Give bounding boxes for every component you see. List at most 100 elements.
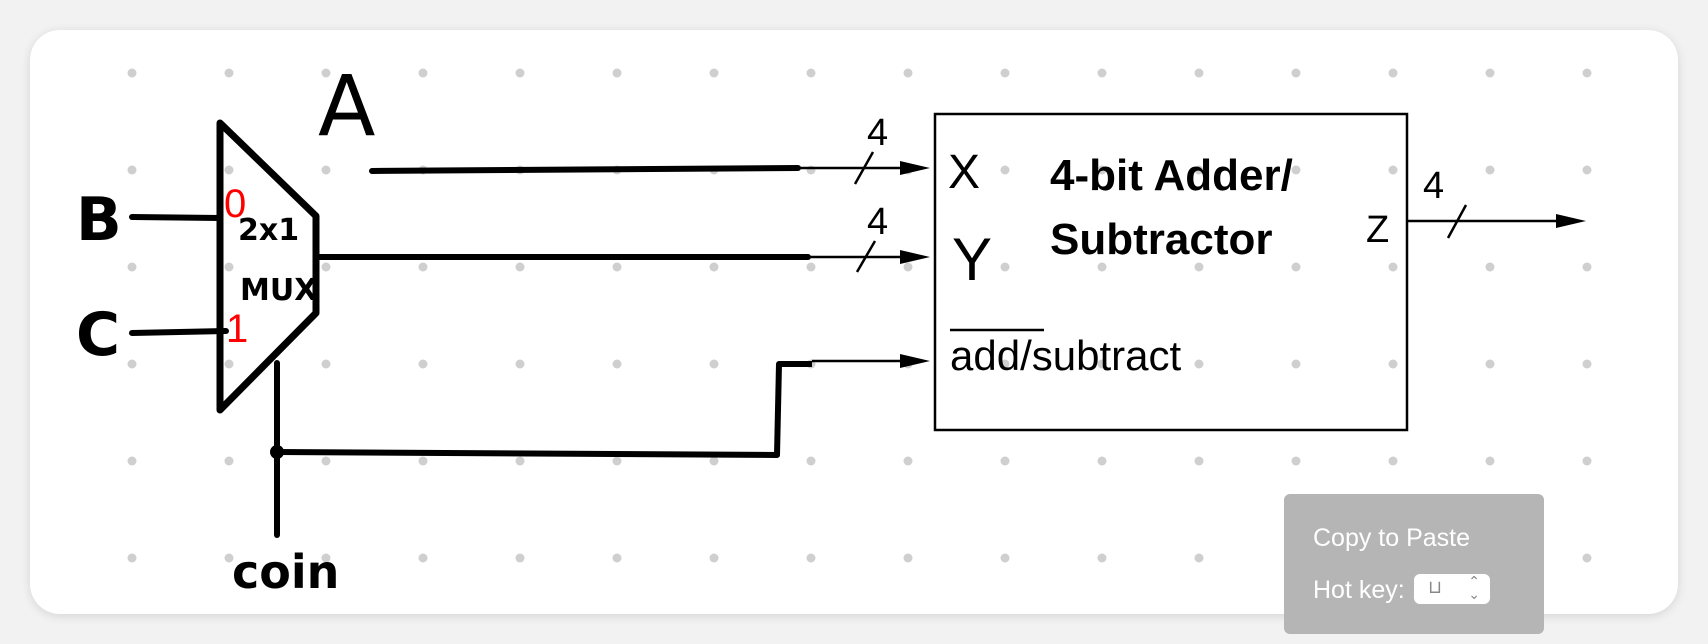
grid-dot — [127, 262, 137, 272]
grid-dot — [1582, 553, 1592, 563]
bus-tick-z — [1446, 204, 1468, 239]
grid-dot — [612, 68, 622, 78]
grid-dot — [321, 262, 331, 272]
grid-dot — [806, 262, 816, 272]
grid-dot — [903, 456, 913, 466]
adder-port-z: Z — [1366, 209, 1389, 251]
grid-dot — [709, 68, 719, 78]
grid-dot — [709, 553, 719, 563]
grid-dot — [321, 553, 331, 563]
mux-input0-label: 0 — [224, 182, 246, 226]
hotkey-label: Hot key: — [1313, 576, 1405, 604]
grid-dot — [1194, 165, 1204, 175]
grid-dot — [224, 68, 234, 78]
grid-dot — [1291, 262, 1301, 272]
wire-a[interactable] — [369, 165, 801, 174]
grid-dot — [1194, 553, 1204, 563]
mux-input1-label: 1 — [226, 307, 248, 351]
hotkey-select[interactable]: ⊔ ⌃⌄ — [1414, 574, 1490, 604]
grid-dot — [1388, 359, 1398, 369]
bus-width-y: 4 — [867, 201, 888, 243]
grid-dot — [806, 68, 816, 78]
grid-dot — [224, 262, 234, 272]
grid-dot — [1194, 68, 1204, 78]
grid-dots — [127, 68, 1592, 563]
hotkey-value: ⊔ — [1428, 577, 1443, 598]
grid-dot — [903, 262, 913, 272]
grid-dot — [1000, 262, 1010, 272]
grid-dot — [1097, 165, 1107, 175]
grid-dot — [709, 456, 719, 466]
wire-c[interactable] — [129, 328, 229, 336]
mux-label-line2: MUX — [240, 273, 317, 308]
grid-dot — [1582, 68, 1592, 78]
grid-dot — [418, 262, 428, 272]
grid-dot — [224, 553, 234, 563]
mux-label-line1: 2x1 — [238, 213, 299, 248]
grid-dot — [1291, 165, 1301, 175]
grid-dot — [612, 262, 622, 272]
grid-dot — [1097, 456, 1107, 466]
grid-dot — [1000, 359, 1010, 369]
grid-dot — [1582, 262, 1592, 272]
grid-dot — [515, 262, 525, 272]
grid-dot — [612, 553, 622, 563]
grid-dot — [1388, 68, 1398, 78]
grid-dot — [321, 359, 331, 369]
grid-dot — [1582, 359, 1592, 369]
arrow-op — [900, 354, 930, 368]
adder-title-line2: Subtractor — [1050, 215, 1272, 264]
grid-dot — [515, 553, 525, 563]
grid-dot — [127, 165, 137, 175]
grid-dot — [1291, 456, 1301, 466]
grid-dot — [418, 456, 428, 466]
signal-coin-label: coin — [232, 545, 339, 599]
bus-tick-y — [855, 240, 877, 273]
adder-block[interactable] — [933, 112, 1409, 432]
wire-b[interactable] — [129, 214, 223, 221]
grid-dot — [224, 359, 234, 369]
grid-dot — [1388, 456, 1398, 466]
grid-dot — [127, 553, 137, 563]
adder-port-op: add/subtract — [950, 332, 1181, 379]
grid-dot — [1485, 456, 1495, 466]
adder-port-y: Y — [952, 226, 992, 293]
grid-dot — [1388, 165, 1398, 175]
bus-tick-x — [853, 151, 875, 185]
grid-dot — [1485, 68, 1495, 78]
grid-dot — [903, 68, 913, 78]
grid-dot — [1000, 68, 1010, 78]
grid-dot — [1194, 359, 1204, 369]
grid-dot — [1097, 68, 1107, 78]
mux-body[interactable] — [216, 119, 320, 414]
grid-dot — [418, 68, 428, 78]
arrow-x — [900, 161, 930, 175]
grid-dot — [1000, 456, 1010, 466]
chevron-updown-icon: ⌃⌄ — [1468, 574, 1480, 603]
signal-c-label: C — [76, 300, 120, 370]
grid-dot — [1097, 262, 1107, 272]
signal-b-label: B — [76, 185, 122, 255]
bus-width-z: 4 — [1423, 165, 1444, 207]
wire-select-to-adder[interactable] — [276, 361, 812, 458]
grid-dot — [1582, 456, 1592, 466]
grid-dot — [418, 553, 428, 563]
arrow-y — [900, 250, 930, 264]
copy-to-paste-popup[interactable]: Copy to Paste Hot key: ⊔ ⌃⌄ — [1284, 494, 1544, 634]
grid-dot — [709, 359, 719, 369]
grid-dot — [1291, 68, 1301, 78]
adder-title-line1: 4-bit Adder/ — [1050, 151, 1293, 200]
grid-dot — [806, 553, 816, 563]
grid-dot — [515, 456, 525, 466]
grid-dot — [1388, 262, 1398, 272]
grid-dot — [1582, 165, 1592, 175]
grid-dot — [1000, 165, 1010, 175]
grid-dot — [515, 359, 525, 369]
popup-title: Copy to Paste — [1313, 524, 1471, 552]
grid-dot — [1485, 359, 1495, 369]
adder-port-x: X — [948, 146, 980, 199]
grid-dot — [127, 68, 137, 78]
bus-width-x: 4 — [867, 112, 888, 154]
grid-dot — [321, 68, 331, 78]
